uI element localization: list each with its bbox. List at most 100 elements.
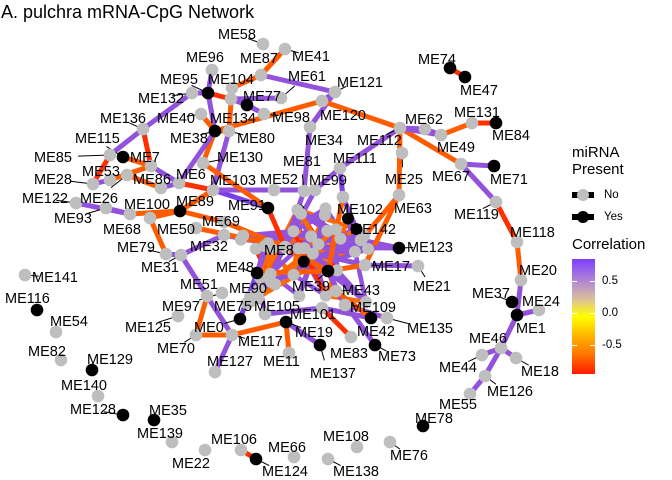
node-ME112[interactable]	[393, 121, 407, 135]
node-ME1[interactable]	[510, 308, 524, 322]
node-ME47[interactable]	[458, 70, 472, 84]
node-ME55[interactable]	[463, 387, 477, 401]
node-ME32[interactable]	[217, 228, 231, 242]
node-ME8[interactable]	[278, 240, 292, 254]
node-ME115[interactable]	[116, 150, 130, 164]
node-ME71[interactable]	[487, 159, 501, 173]
node-ME48[interactable]	[250, 266, 264, 280]
node-ME108[interactable]	[350, 440, 364, 454]
node-ME61[interactable]	[274, 91, 288, 105]
node-ME37[interactable]	[505, 295, 519, 309]
node-ME97[interactable]	[215, 286, 229, 300]
node-ME76[interactable]	[383, 435, 397, 449]
node-ME70[interactable]	[189, 328, 203, 342]
node-ME101[interactable]	[315, 301, 329, 315]
node-ME21[interactable]	[411, 259, 425, 273]
node-ME42[interactable]	[364, 311, 378, 325]
node-ME118[interactable]	[510, 235, 524, 249]
node-ME73[interactable]	[368, 338, 382, 352]
node-ME109[interactable]	[338, 298, 352, 312]
node-ME122[interactable]	[69, 196, 83, 210]
node-ME91[interactable]	[261, 201, 275, 215]
node-ME137[interactable]	[313, 338, 327, 352]
node-ME0[interactable]	[233, 312, 247, 326]
node-ME125[interactable]	[171, 309, 185, 323]
node-ME28[interactable]	[86, 177, 100, 191]
node-ME135[interactable]	[380, 311, 394, 325]
node-ME43[interactable]	[329, 284, 343, 298]
node-ME34[interactable]	[303, 120, 317, 134]
node-ME7[interactable]	[144, 159, 158, 173]
node-ME6[interactable]	[172, 176, 186, 190]
node-ME41[interactable]	[278, 42, 292, 56]
node-ME120[interactable]	[315, 94, 329, 108]
node-ME62[interactable]	[418, 122, 432, 136]
node-ME106[interactable]	[234, 443, 248, 457]
node-ME128[interactable]	[116, 408, 130, 422]
node-ME51[interactable]	[200, 289, 214, 303]
node-ME86[interactable]	[154, 181, 168, 195]
node-ME83[interactable]	[344, 330, 358, 344]
node-ME129[interactable]	[85, 363, 99, 377]
node-ME95[interactable]	[201, 86, 215, 100]
node-ME26[interactable]	[120, 168, 134, 182]
node-ME78[interactable]	[416, 419, 430, 433]
node-ME139[interactable]	[165, 435, 179, 449]
node-ME40[interactable]	[194, 107, 208, 121]
node-ME17[interactable]	[358, 258, 372, 272]
node-ME141[interactable]	[18, 268, 32, 282]
node-ME119[interactable]	[489, 195, 503, 209]
node-ME85[interactable]	[103, 148, 117, 162]
node-ME130[interactable]	[196, 156, 210, 170]
node-ME46[interactable]	[494, 341, 508, 355]
node-ME142[interactable]	[354, 233, 368, 247]
node-ME79[interactable]	[159, 247, 173, 261]
node-ME24[interactable]	[532, 303, 546, 317]
node-ME19[interactable]	[279, 315, 293, 329]
node-ME93[interactable]	[99, 201, 113, 215]
node-ME52[interactable]	[267, 183, 281, 197]
node-ME105[interactable]	[258, 307, 272, 321]
node-ME132[interactable]	[185, 86, 199, 100]
node-ME82[interactable]	[54, 353, 68, 367]
node-ME126[interactable]	[478, 369, 492, 383]
node-ME140[interactable]	[91, 389, 105, 403]
node-ME138[interactable]	[321, 452, 335, 466]
node-ME84[interactable]	[489, 116, 503, 130]
node-ME49[interactable]	[434, 128, 448, 142]
node-ME35[interactable]	[147, 413, 161, 427]
node-ME99[interactable]	[308, 183, 322, 197]
node-ME66[interactable]	[287, 450, 301, 464]
node-ME38[interactable]	[208, 124, 222, 138]
node-ME31[interactable]	[174, 248, 188, 262]
node-ME18[interactable]	[509, 351, 523, 365]
node-ME53[interactable]	[103, 173, 117, 187]
node-ME63[interactable]	[392, 188, 406, 202]
node-ME77[interactable]	[240, 98, 254, 112]
node-ME80[interactable]	[222, 124, 236, 138]
node-ME44[interactable]	[475, 348, 489, 362]
node-ME69[interactable]	[217, 215, 231, 229]
node-ME127[interactable]	[208, 365, 222, 379]
node-ME89[interactable]	[173, 204, 187, 218]
node-ME98[interactable]	[257, 107, 271, 121]
node-ME102[interactable]	[336, 190, 350, 204]
node-ME131[interactable]	[465, 116, 479, 130]
node-ME100[interactable]	[143, 211, 157, 225]
node-ME96[interactable]	[205, 63, 219, 77]
node-ME68[interactable]	[123, 207, 137, 221]
node-ME124[interactable]	[249, 452, 263, 466]
node-ME134[interactable]	[224, 92, 238, 106]
node-ME136[interactable]	[136, 122, 150, 136]
node-ME20[interactable]	[514, 273, 528, 287]
node-ME104[interactable]	[225, 81, 239, 95]
node-ME116[interactable]	[30, 303, 44, 317]
node-ME103[interactable]	[206, 183, 220, 197]
node-ME74[interactable]	[443, 61, 457, 75]
node-ME25[interactable]	[395, 146, 409, 160]
node-ME39[interactable]	[321, 264, 335, 278]
node-ME81[interactable]	[297, 184, 311, 198]
node-ME54[interactable]	[49, 325, 63, 339]
node-ME22[interactable]	[198, 443, 212, 457]
node-ME117[interactable]	[225, 328, 239, 342]
